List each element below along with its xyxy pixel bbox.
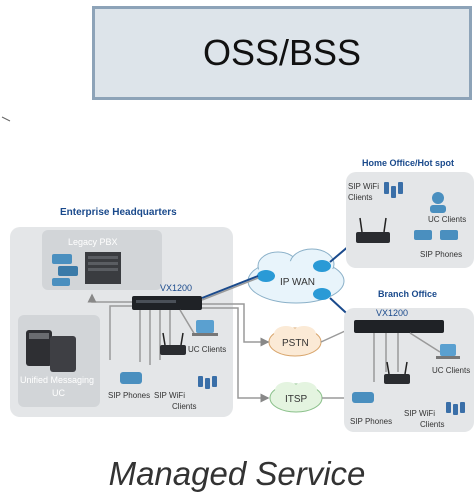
- home-sip-wifi-label-2: Clients: [348, 193, 372, 202]
- caption: Managed Service: [108, 455, 366, 492]
- pbx-server-icon: [85, 252, 121, 284]
- branch-office-title: Branch Office: [378, 289, 437, 299]
- edge-mark: [1, 116, 11, 122]
- link-hq-uc: [179, 309, 196, 336]
- home-sip-phones-icon: [414, 230, 458, 240]
- home-office-title: Home Office/Hot spot: [362, 158, 454, 168]
- home-uc-clients-label: UC Clients: [428, 215, 466, 224]
- link-hq-itsp: [202, 307, 270, 403]
- router-icon: [257, 260, 331, 300]
- branch-office-panel: [344, 308, 474, 432]
- legacy-pbx-label: Legacy PBX: [68, 237, 118, 247]
- pbx-phones-icon: [52, 254, 78, 286]
- branch-sip-phones-label: SIP Phones: [350, 417, 392, 426]
- pstn-label: PSTN: [282, 338, 309, 349]
- home-sip-wifi-icon: [384, 182, 403, 198]
- enterprise-title: Enterprise Headquarters: [60, 207, 177, 218]
- um-server-icon: [26, 330, 76, 372]
- vx1200-hq-label: VX1200: [160, 283, 192, 293]
- link-branch-uc: [409, 332, 441, 353]
- link-hq-ipwan: [201, 277, 259, 301]
- um-label-2: UC: [52, 388, 65, 398]
- vx1200-hq-detail: [136, 300, 176, 303]
- hq-sip-wifi-label-2: Clients: [172, 402, 196, 411]
- branch-sip-wifi-icon: [446, 402, 465, 415]
- branch-uc-clients-label: UC Clients: [432, 366, 470, 375]
- itsp-cloud: [269, 382, 323, 413]
- home-sip-phones-label: SIP Phones: [420, 250, 462, 259]
- hq-uc-clients-label: UC Clients: [188, 345, 226, 354]
- um-label-1: Unified Messaging: [20, 375, 94, 385]
- home-wifi-ap-icon: [356, 217, 390, 243]
- home-uc-clients-icon: [430, 192, 446, 213]
- vx1200-branch-label: VX1200: [376, 308, 408, 318]
- branch-sip-wifi-label-1: SIP WiFi: [404, 409, 435, 418]
- itsp-label: ITSP: [285, 394, 308, 405]
- pstn-cloud: [268, 326, 322, 357]
- vx1200-branch-device: [354, 320, 444, 333]
- link-hq-um: [109, 305, 132, 360]
- branch-uc-clients-icon: [436, 344, 460, 359]
- ip-wan-label: IP WAN: [280, 277, 315, 288]
- hq-uc-clients-icon: [192, 320, 218, 336]
- branch-sip-phones-icon: [352, 392, 374, 403]
- home-sip-wifi-label-1: SIP WiFi: [348, 182, 379, 191]
- oss-bss-box: OSS/BSS: [92, 6, 472, 100]
- link-hq-pstn: [202, 303, 270, 347]
- hq-wifi-ap-icon: [160, 332, 186, 355]
- hq-sip-wifi-icon: [198, 376, 217, 389]
- link-hq-pbx: [87, 293, 132, 303]
- hq-sip-wifi-label-1: SIP WiFi: [154, 391, 185, 400]
- branch-wifi-ap-icon: [384, 361, 410, 384]
- oss-bss-title: OSS/BSS: [202, 32, 362, 73]
- hq-sip-phones-icon: [120, 372, 142, 384]
- link-hq-ipwan-blue: [201, 275, 259, 299]
- hq-sip-phones-label: SIP Phones: [108, 391, 150, 400]
- branch-sip-wifi-label-2: Clients: [420, 420, 444, 429]
